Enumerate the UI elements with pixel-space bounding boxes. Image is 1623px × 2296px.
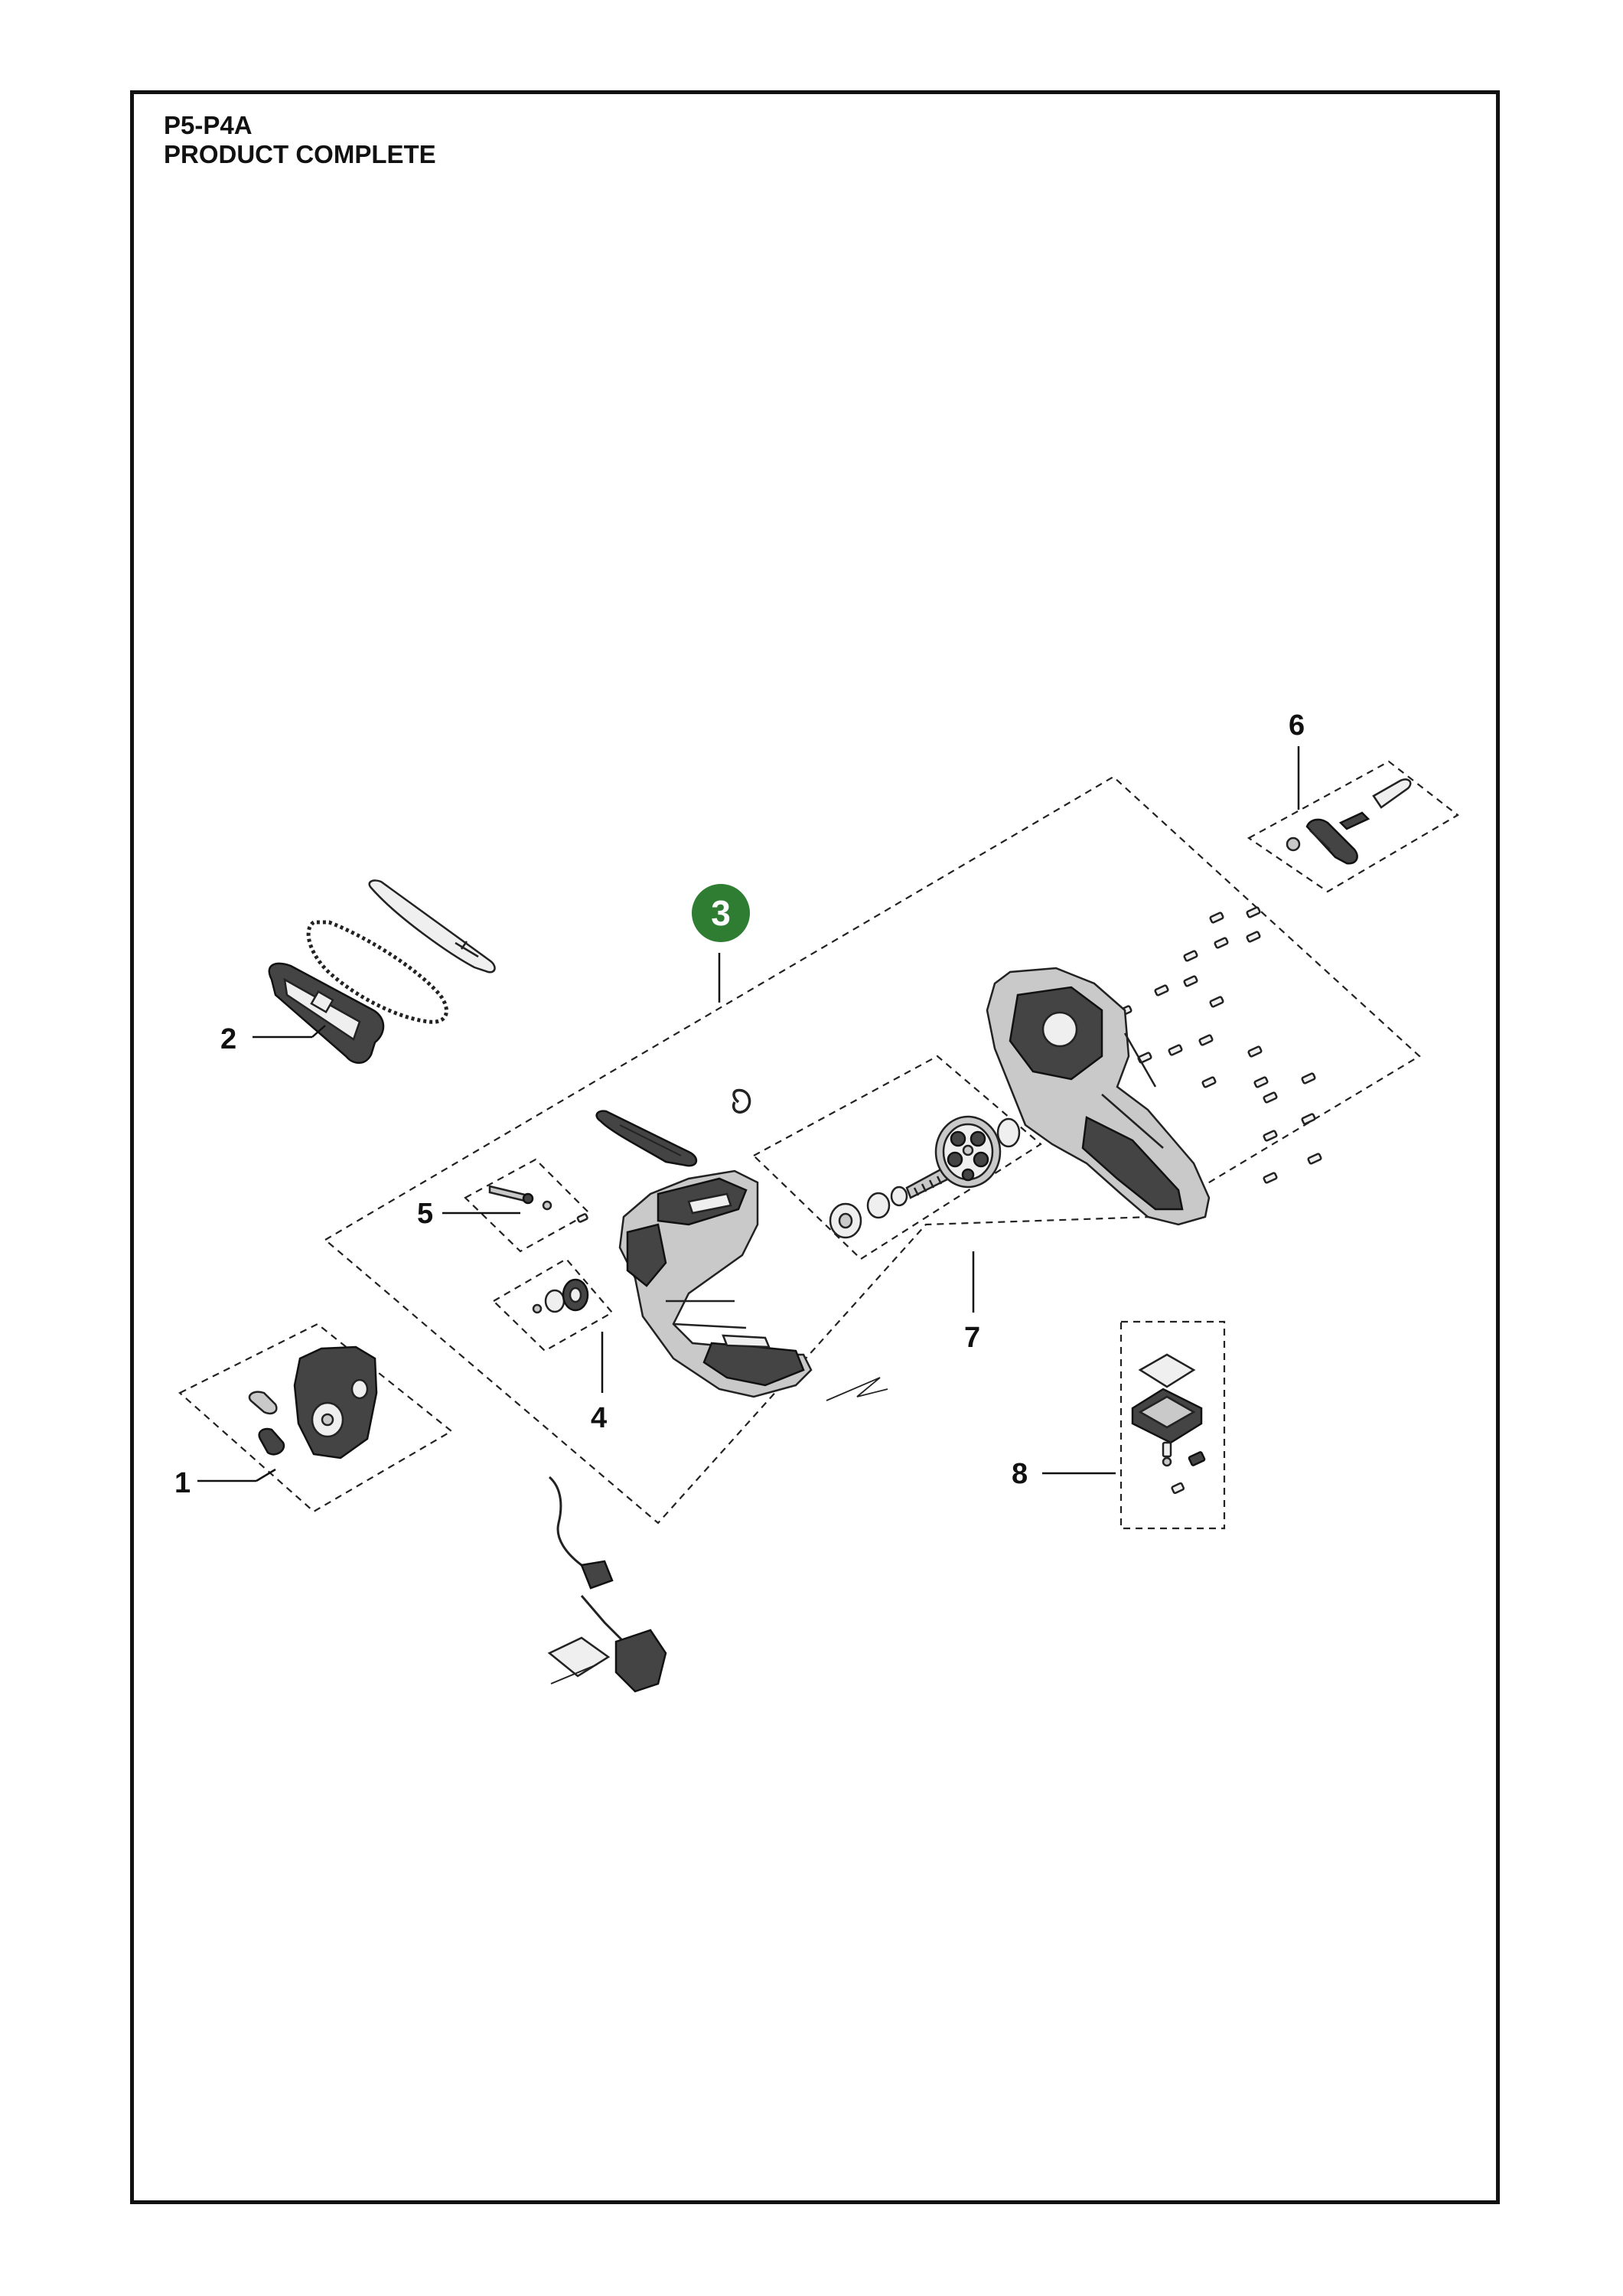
callout-6: 6 xyxy=(1289,709,1305,742)
callout-4: 4 xyxy=(591,1402,607,1434)
shaft-adjuster-parts xyxy=(488,1185,588,1223)
leader-1b xyxy=(256,1468,276,1482)
left-housing-half xyxy=(618,1169,888,1401)
header: P5-P4A PRODUCT COMPLETE xyxy=(164,111,436,169)
callout-3-badge xyxy=(692,884,750,942)
assembly-5-boundary xyxy=(464,1158,591,1253)
chain-guard-bar-chain xyxy=(268,879,496,1064)
callout-2: 2 xyxy=(220,1023,236,1055)
callout-8: 8 xyxy=(1012,1458,1028,1490)
leader-2b xyxy=(311,1025,326,1038)
sprocket-cover xyxy=(248,1345,378,1459)
trigger-lever-spring xyxy=(595,1088,751,1167)
callout-3: 3 xyxy=(711,893,731,933)
electronics-parts xyxy=(1131,1353,1206,1495)
assembly-3-boundary xyxy=(324,775,1421,1525)
diagram-title: PRODUCT COMPLETE xyxy=(164,140,436,168)
page-frame xyxy=(130,90,1500,2204)
trigger-parts xyxy=(1286,778,1412,865)
callout-7: 7 xyxy=(964,1322,980,1354)
callout-1: 1 xyxy=(174,1467,191,1499)
callout-5: 5 xyxy=(417,1198,433,1230)
assembly-6-boundary xyxy=(1247,760,1459,893)
right-housing-half xyxy=(986,967,1211,1226)
diagram-code: P5-P4A xyxy=(164,111,253,139)
wiring-harness-switch xyxy=(547,1476,667,1693)
assembly-1-boundary xyxy=(178,1322,453,1513)
gear-assembly xyxy=(829,1115,1021,1239)
assembly-8-boundary xyxy=(1119,1320,1226,1530)
clutch-drum-parts xyxy=(532,1278,589,1314)
assembly-7-boundary xyxy=(752,1055,1042,1261)
